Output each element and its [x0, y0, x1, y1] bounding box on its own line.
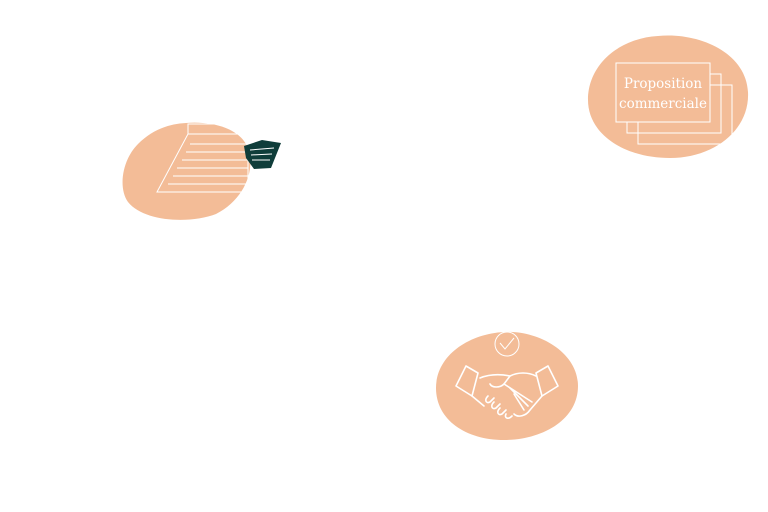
deal-illustration — [436, 331, 578, 440]
document-icon — [156, 123, 249, 193]
document-tab-icon — [244, 140, 281, 169]
document-illustration — [122, 122, 281, 220]
proposal-document-stack-icon — [615, 62, 733, 145]
handshake-icon — [455, 365, 559, 419]
proposal-label-line1: Proposition — [624, 76, 703, 92]
proposal-illustration: Proposition commerciale — [588, 35, 749, 158]
document-blob — [122, 122, 251, 220]
proposal-label-line2: commerciale — [619, 96, 707, 112]
checkmark-icon — [494, 331, 520, 357]
